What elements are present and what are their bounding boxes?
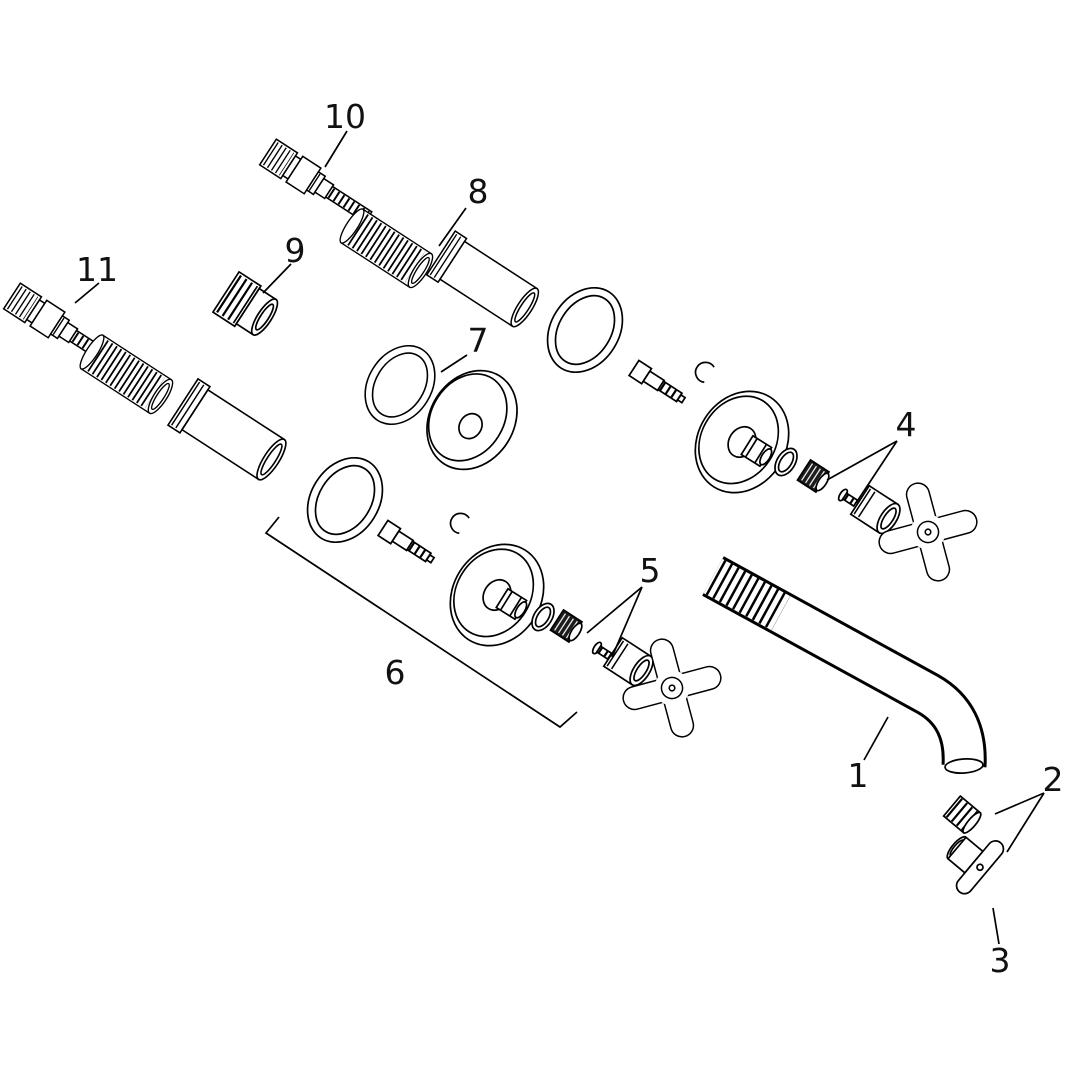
dark-nut-right — [797, 460, 832, 494]
dark-nut-mid — [550, 610, 585, 644]
bracket-6 — [264, 516, 578, 729]
aerator-key-3 — [931, 819, 1008, 898]
thread-sleeve-11 — [76, 332, 176, 417]
spout-outlet-opening — [944, 758, 984, 774]
leader-8 — [438, 207, 467, 247]
leader-5a — [586, 586, 643, 634]
leader-10 — [324, 130, 348, 168]
valve-stem-mid — [378, 520, 437, 567]
part-label-9: 9 — [285, 231, 306, 270]
seal-ring-right — [531, 272, 639, 388]
extension-sleeve-8 — [427, 231, 545, 333]
escutcheon-mid — [430, 525, 564, 665]
leader-1 — [863, 716, 889, 761]
leader-5b — [611, 586, 643, 658]
part-label-3: 3 — [990, 941, 1011, 980]
part-label-1: 1 — [848, 756, 869, 795]
part-label-2: 2 — [1043, 760, 1064, 799]
part-label-10: 10 — [324, 97, 366, 136]
leader-2b — [1006, 792, 1045, 853]
escutcheon-right — [675, 372, 809, 512]
leader-4a — [826, 440, 898, 481]
seal-ring-mid — [291, 442, 399, 558]
spout-1 — [702, 556, 987, 774]
leader-9 — [262, 263, 292, 294]
part-label-8: 8 — [468, 172, 489, 211]
part-label-11: 11 — [76, 250, 118, 289]
handle-hub-mid — [604, 638, 658, 689]
part-label-6: 6 — [385, 653, 406, 692]
leader-4b — [855, 440, 898, 504]
circlip-right — [690, 357, 716, 384]
part-label-5: 5 — [640, 551, 661, 590]
leader-11 — [74, 282, 100, 304]
leader-2a — [994, 792, 1045, 815]
leader-3 — [992, 907, 1000, 945]
leader-7 — [440, 354, 468, 373]
circlip-mid — [445, 508, 471, 535]
aerator-insert-2 — [944, 796, 984, 835]
cross-handle-mid — [574, 590, 770, 786]
part-label-7: 7 — [468, 321, 489, 360]
part-label-4: 4 — [896, 405, 917, 444]
extension-sleeve-11 — [168, 379, 293, 487]
valve-stem-right — [629, 360, 688, 407]
thread-sleeve-10 — [336, 206, 436, 291]
cross-handle-right — [830, 434, 1026, 630]
